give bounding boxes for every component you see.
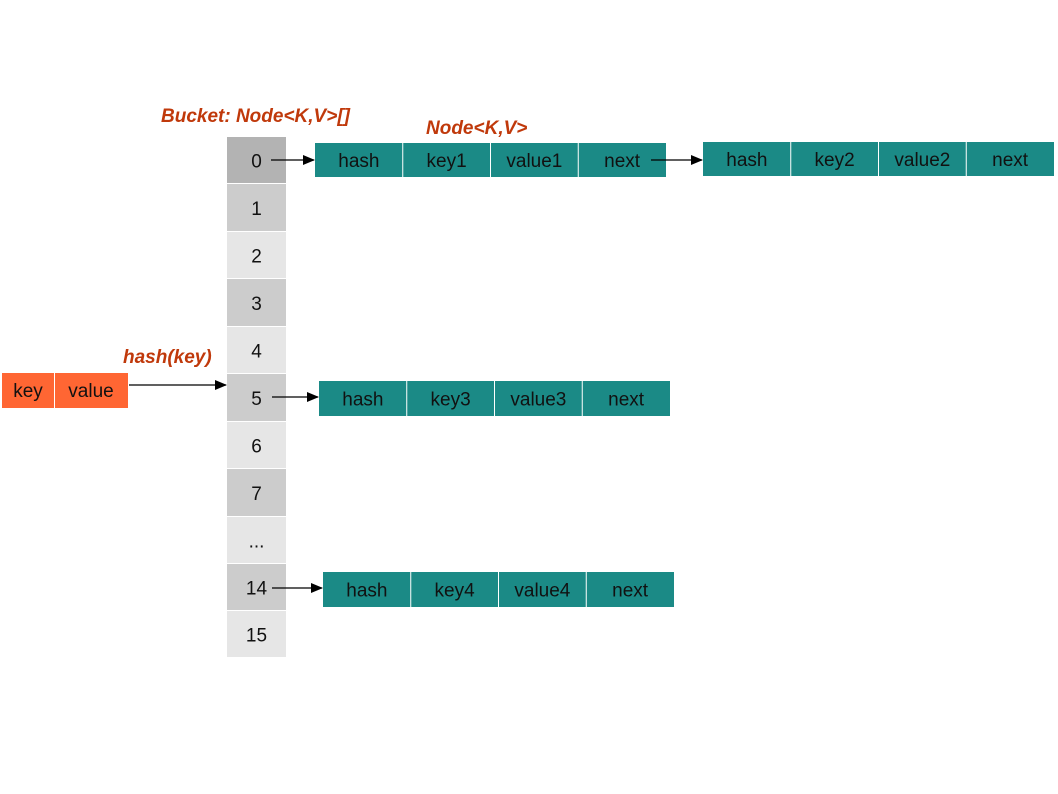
input-key-label: key: [13, 381, 43, 402]
node-field-next: next: [608, 390, 645, 411]
input-value-cell: [55, 373, 128, 408]
pointer-arrows: [129, 155, 703, 593]
node-field-key: key2: [815, 150, 855, 171]
bucket-cell-7: [227, 469, 286, 516]
bucket-index-label: 4: [251, 342, 262, 363]
node-field-key: key3: [431, 390, 471, 411]
bucket-index-label: 14: [246, 579, 268, 600]
node-1: hash key1 value1 next: [315, 143, 666, 177]
bucket-cell-9: [227, 564, 286, 610]
node-field-next: next: [604, 151, 641, 172]
bucket-cell-2: [227, 232, 286, 278]
node-field-value: value2: [894, 150, 950, 171]
node-2: hash key2 value2 next: [703, 142, 1054, 176]
node-field-next: next: [992, 150, 1029, 171]
bucket-index-label: 3: [251, 294, 262, 315]
node-field-key: key4: [435, 581, 476, 602]
bucket-index-label: 15: [246, 626, 267, 647]
input-key-cell: [2, 373, 54, 408]
bucket-cell-4: [227, 327, 286, 373]
node-field-key: key1: [427, 151, 467, 172]
node-field-value: value1: [506, 151, 562, 172]
node-4: hash key4 value4 next: [323, 572, 674, 607]
node-field-hash: hash: [342, 390, 383, 411]
node-field-value: value3: [510, 390, 566, 411]
bucket-array: 0 1 2 3 4 5 6 7... 14 15: [227, 137, 286, 657]
bucket-index-label: 7: [251, 484, 262, 505]
bucket-index-label: 0: [251, 152, 262, 173]
bucket-index-label: ...: [249, 532, 265, 553]
bucket-index-label: 1: [251, 199, 262, 220]
bucket-cell-1: [227, 184, 286, 231]
bucket-cell-3: [227, 279, 286, 326]
node-type-title: Node<K,V>: [426, 118, 527, 139]
node-field-hash: hash: [726, 150, 767, 171]
node-field-hash: hash: [338, 151, 379, 172]
node-field-next: next: [612, 581, 649, 602]
bucket-index-label: 5: [251, 389, 262, 410]
input-entry: key value: [2, 373, 128, 408]
node-field-value: value4: [514, 581, 570, 602]
bucket-cell-6: [227, 422, 286, 468]
bucket-index-label: 6: [251, 437, 262, 458]
bucket-index-label: 2: [251, 247, 262, 268]
hash-function-label: hash(key): [123, 347, 212, 368]
node-3: hash key3 value3 next: [319, 381, 670, 416]
bucket-array-title: Bucket: Node<K,V>[]: [161, 106, 351, 127]
node-field-hash: hash: [346, 581, 387, 602]
input-value-label: value: [68, 381, 113, 402]
bucket-cell-10: [227, 611, 286, 657]
bucket-cell-8: [227, 517, 286, 563]
